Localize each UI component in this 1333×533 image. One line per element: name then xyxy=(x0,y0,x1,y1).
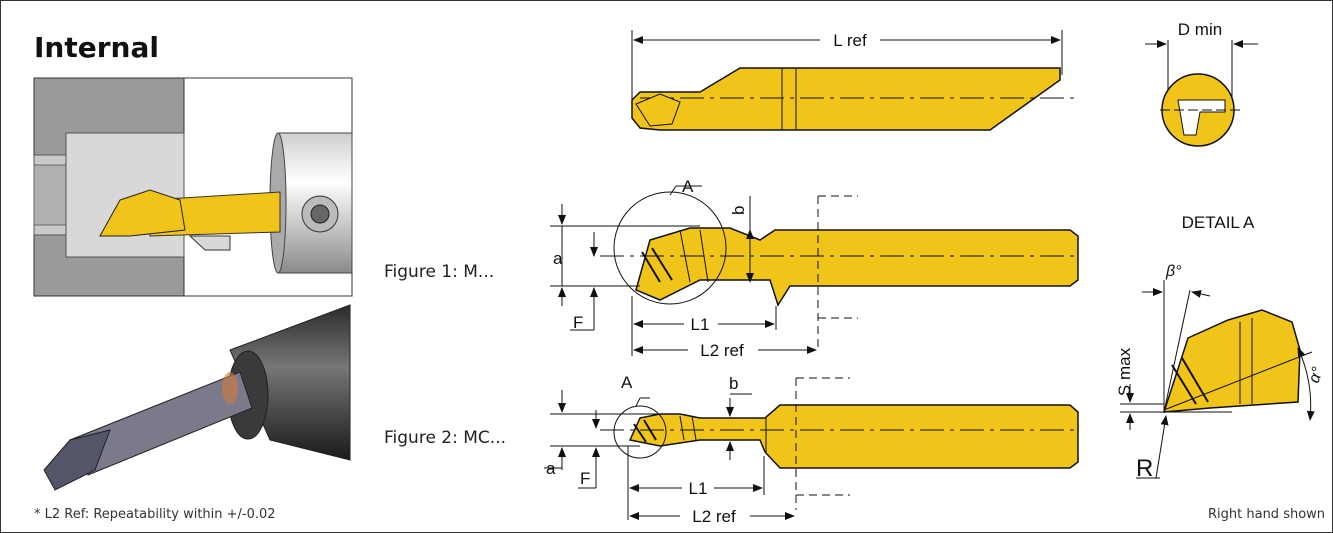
end-view-drawing: D min xyxy=(1145,20,1258,147)
s-max-label: S max xyxy=(1115,347,1134,396)
fig2-f-label: F xyxy=(580,469,590,488)
top-view-drawing: L ref xyxy=(631,30,1078,131)
fig1-l2-label: L2 ref xyxy=(700,341,744,360)
radius-label: R xyxy=(1136,455,1153,482)
d-min-label: D min xyxy=(1178,20,1222,39)
figure-1-label: Figure 1: M... xyxy=(384,262,495,282)
right-hand-note: Right hand shown xyxy=(1208,507,1326,522)
beta-angle-label: β° xyxy=(1165,263,1182,280)
tool-render xyxy=(43,304,351,491)
fig1-l1-label: L1 xyxy=(691,315,710,334)
section-title: Internal xyxy=(34,31,159,64)
detail-a-drawing: DETAIL A β° S max R α° xyxy=(1115,213,1327,482)
footnote: * L2 Ref: Repeatability within +/-0.02 xyxy=(34,507,276,522)
figure-2-label: Figure 2: MC... xyxy=(384,428,507,448)
fig2-l2-label: L2 ref xyxy=(692,507,736,526)
figure-1-drawing: A a F b L1 L2 ref xyxy=(550,177,1079,361)
fig2-b-label: b xyxy=(729,374,738,393)
fig2-l1-label: L1 xyxy=(689,479,708,498)
internal-illustration xyxy=(33,77,353,297)
alpha-angle-label: α° xyxy=(1306,364,1327,385)
detail-a-title: DETAIL A xyxy=(1182,213,1255,232)
fig2-detail-a-label: A xyxy=(621,373,633,392)
fig1-f-label: F xyxy=(573,313,583,332)
fig1-a-label: a xyxy=(553,249,563,268)
fig1-detail-a-label: A xyxy=(682,177,694,196)
figure-2-drawing: A a F b L1 L2 ref xyxy=(544,373,1079,526)
l-ref-label: L ref xyxy=(833,31,867,50)
fig1-b-label: b xyxy=(729,206,748,215)
fig2-a-label: a xyxy=(546,459,556,478)
